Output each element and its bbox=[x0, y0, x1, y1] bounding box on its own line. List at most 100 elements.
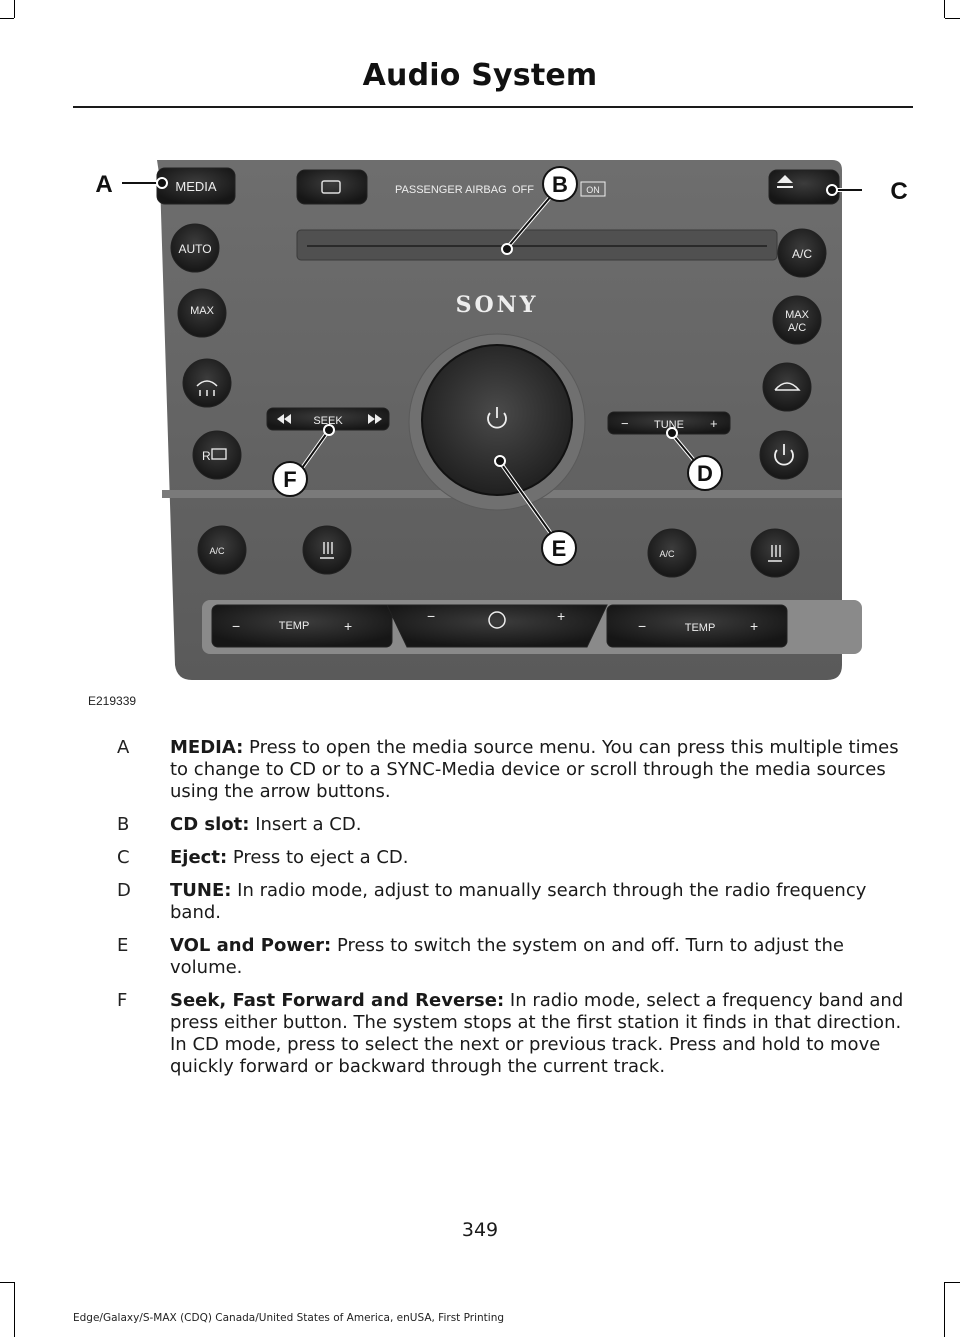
volume-knob[interactable] bbox=[421, 344, 573, 496]
legend-letter: E bbox=[117, 935, 129, 956]
legend-term: Seek, Fast Forward and Reverse: bbox=[170, 990, 505, 1011]
callout-f: F bbox=[283, 467, 296, 492]
media-button-label: MEDIA bbox=[175, 179, 217, 194]
max-defrost-label: MAX bbox=[190, 305, 215, 317]
legend-description: VOL and Power: Press to switch the syste… bbox=[170, 935, 905, 979]
left-seat-cooling-label: A/C bbox=[209, 546, 225, 556]
right-temp-plus: + bbox=[750, 618, 758, 634]
callout-e: E bbox=[552, 536, 567, 561]
max-ac-button[interactable] bbox=[772, 295, 822, 345]
legend-letter: C bbox=[117, 847, 130, 868]
max-ac-label-line2: A/C bbox=[788, 322, 806, 334]
legend-description: Seek, Fast Forward and Reverse: In radio… bbox=[170, 990, 905, 1078]
legend-letter: D bbox=[117, 880, 131, 901]
right-temp-minus: − bbox=[638, 618, 646, 634]
legend-text: Press to switch the system on and off. T… bbox=[170, 935, 844, 978]
crop-mark bbox=[944, 0, 945, 18]
right-seat-heating-button[interactable] bbox=[750, 528, 800, 578]
seek-label: SEEK bbox=[313, 415, 343, 427]
legend-item: E VOL and Power: Press to switch the sys… bbox=[0, 935, 960, 979]
right-seat-heating-icon bbox=[768, 545, 782, 562]
legend-text: Insert a CD. bbox=[249, 814, 362, 835]
audio-panel-figure: MEDIA PASSENGER AIRBAG OFF ON SONY AUTO … bbox=[72, 150, 912, 690]
legend-description: MEDIA: Press to open the media source me… bbox=[170, 737, 905, 803]
legend-letter: A bbox=[117, 737, 130, 758]
crop-mark bbox=[14, 0, 15, 18]
legend-item: F Seek, Fast Forward and Reverse: In rad… bbox=[0, 990, 960, 1078]
page-number: 349 bbox=[461, 1219, 499, 1241]
climate-power-icon bbox=[774, 444, 794, 466]
brand-logo: SONY bbox=[456, 292, 539, 318]
auto-button[interactable] bbox=[170, 223, 220, 273]
fan-icon bbox=[488, 611, 506, 629]
callout-b: B bbox=[552, 172, 568, 197]
auto-button-label: AUTO bbox=[178, 242, 211, 256]
crop-mark bbox=[0, 18, 14, 19]
legend-item: A MEDIA: Press to open the media source … bbox=[0, 737, 960, 803]
power-icon bbox=[487, 407, 507, 429]
audio-panel-illustration: MEDIA PASSENGER AIRBAG OFF ON SONY AUTO … bbox=[95, 160, 908, 680]
legend-item: C Eject: Press to eject a CD. bbox=[0, 847, 960, 869]
left-seat-cooling-button[interactable] bbox=[197, 525, 247, 575]
ac-button[interactable] bbox=[777, 228, 827, 278]
recirculation-icon bbox=[774, 382, 801, 391]
left-seat-heating-icon bbox=[320, 542, 334, 559]
airbag-label: PASSENGER AIRBAG bbox=[395, 184, 507, 196]
callout-b-circle bbox=[542, 166, 578, 202]
callout-a: A bbox=[95, 171, 112, 198]
legend-item: D TUNE: In radio mode, adjust to manuall… bbox=[0, 880, 960, 924]
tune-label: TUNE bbox=[654, 419, 684, 431]
rear-defrost-label: R bbox=[202, 449, 211, 463]
right-temp-label: TEMP bbox=[685, 622, 716, 634]
left-temp-control[interactable] bbox=[211, 604, 393, 648]
legend-text: In radio mode, adjust to manually search… bbox=[170, 880, 867, 923]
display-button[interactable] bbox=[296, 169, 368, 205]
left-temp-minus: − bbox=[232, 618, 240, 634]
figure-code: E219339 bbox=[88, 694, 137, 708]
eject-icon bbox=[777, 175, 793, 188]
callout-d-circle bbox=[687, 455, 723, 491]
legend-text: Press to open the media source menu. You… bbox=[170, 737, 899, 802]
legend-letter: B bbox=[117, 814, 130, 835]
legend-letter: F bbox=[117, 990, 128, 1011]
tune-minus: − bbox=[621, 416, 629, 431]
crop-mark bbox=[944, 1282, 945, 1337]
legend-term: VOL and Power: bbox=[170, 935, 332, 956]
defrost-icon bbox=[196, 380, 218, 396]
right-seat-cooling-label: A/C bbox=[659, 549, 675, 559]
callout-f-circle bbox=[272, 461, 308, 497]
defrost-button[interactable] bbox=[182, 358, 232, 408]
callout-d: D bbox=[697, 461, 713, 486]
legend-term: Eject: bbox=[170, 847, 228, 868]
max-ac-label-line1: MAX bbox=[785, 309, 810, 321]
callout-e-circle bbox=[541, 530, 577, 566]
airbag-on-label: ON bbox=[586, 185, 600, 195]
legend-description: TUNE: In radio mode, adjust to manually … bbox=[170, 880, 905, 924]
legend-term: TUNE: bbox=[170, 880, 232, 901]
legend-text: Press to eject a CD. bbox=[227, 847, 409, 868]
right-seat-cooling-button[interactable] bbox=[647, 528, 697, 578]
ac-button-label: A/C bbox=[792, 247, 812, 261]
rear-defrost-button[interactable] bbox=[192, 430, 242, 480]
fan-speed-control[interactable] bbox=[386, 604, 608, 648]
fan-plus: + bbox=[557, 608, 565, 624]
fan-minus: − bbox=[427, 608, 435, 624]
callout-dots bbox=[156, 177, 838, 467]
airbag-on-indicator bbox=[580, 181, 606, 197]
legend-description: Eject: Press to eject a CD. bbox=[170, 847, 905, 869]
left-temp-label: TEMP bbox=[279, 620, 310, 632]
right-temp-control[interactable] bbox=[606, 604, 788, 648]
crop-mark bbox=[14, 1282, 15, 1337]
recirculation-button[interactable] bbox=[762, 362, 812, 412]
crop-mark bbox=[945, 1282, 960, 1283]
page-title: Audio System bbox=[362, 58, 598, 93]
left-seat-heating-button[interactable] bbox=[302, 525, 352, 575]
legend-item: B CD slot: Insert a CD. bbox=[0, 814, 960, 836]
legend-term: MEDIA: bbox=[170, 737, 244, 758]
max-defrost-button[interactable] bbox=[177, 288, 227, 338]
page-footer: Edge/Galaxy/S-MAX (CDQ) Canada/United St… bbox=[73, 1312, 505, 1324]
callout-c: C bbox=[890, 178, 907, 205]
crop-mark bbox=[0, 1282, 14, 1283]
left-temp-plus: + bbox=[344, 618, 352, 634]
tune-plus: + bbox=[710, 416, 718, 431]
